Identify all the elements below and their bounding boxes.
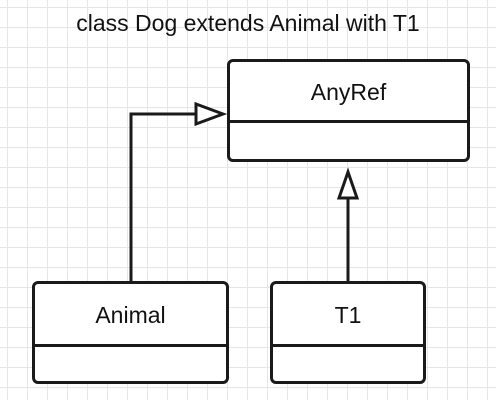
class-box-anyref[interactable]: AnyRef [227, 59, 470, 162]
diagram-title: class Dog extends Animal with T1 [76, 10, 420, 36]
animal-inheritance-arrowhead [194, 101, 228, 127]
animal-inheritance-line [129, 112, 196, 281]
class-name-t1: T1 [273, 284, 423, 347]
class-name-anyref: AnyRef [230, 62, 467, 123]
class-name-animal: Animal [35, 284, 226, 347]
animal-to-anyref-arrow [129, 101, 228, 281]
t1-inheritance-arrowhead [336, 167, 360, 200]
class-box-animal[interactable]: Animal [32, 281, 229, 384]
class-box-t1[interactable]: T1 [270, 281, 426, 384]
t1-to-anyref-arrow [336, 167, 360, 281]
